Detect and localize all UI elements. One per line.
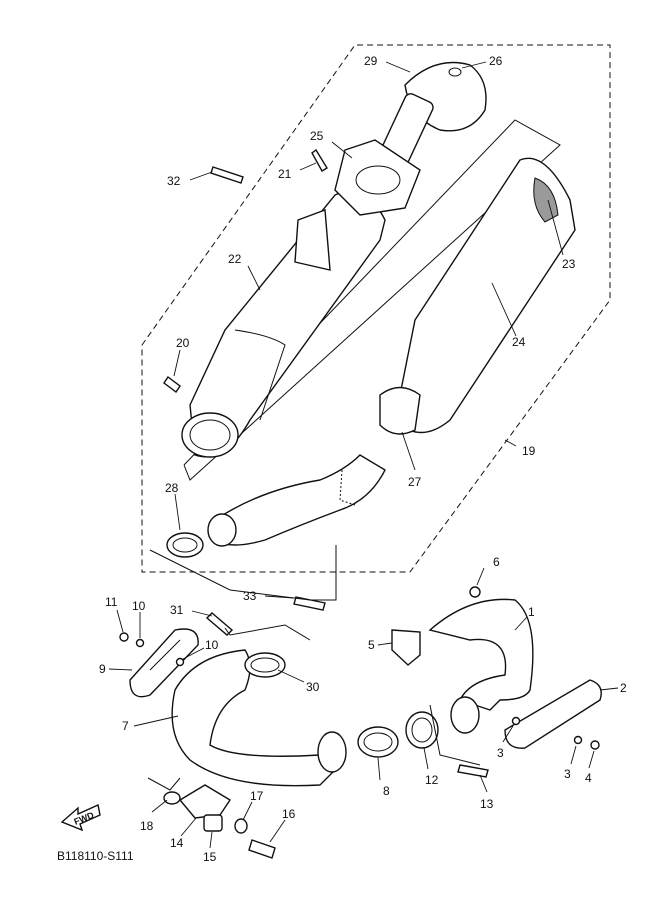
ring-28 bbox=[166, 532, 204, 558]
callout-label: 24 bbox=[512, 335, 526, 349]
callout-label: 25 bbox=[310, 129, 324, 143]
callout-label: 21 bbox=[278, 167, 292, 181]
callout-label: 5 bbox=[368, 638, 375, 652]
washer-3a bbox=[511, 716, 521, 726]
callout-label: 10 bbox=[205, 638, 219, 652]
reference-line-c bbox=[429, 704, 481, 766]
callout-label: 8 bbox=[383, 784, 390, 798]
reference-line-a bbox=[149, 545, 337, 601]
callout-label: 16 bbox=[282, 807, 296, 821]
callout-label: 23 bbox=[562, 257, 576, 271]
callout-label: 6 bbox=[493, 555, 500, 569]
gasket-5 bbox=[391, 629, 421, 666]
callout-label: 29 bbox=[364, 54, 378, 68]
callout-label: 1 bbox=[528, 605, 535, 619]
callout-label: 28 bbox=[165, 481, 179, 495]
callout-label: 32 bbox=[167, 174, 181, 188]
pipe-mid bbox=[207, 454, 386, 547]
nut-11 bbox=[119, 632, 129, 642]
callout-label: 13 bbox=[480, 797, 494, 811]
callouts: 1 2 3 3 4 5 6 7 8 9 10 10 11 12 13 14 15… bbox=[99, 54, 627, 864]
callout-label: 15 bbox=[203, 850, 217, 864]
callout-label: 17 bbox=[250, 789, 264, 803]
callout-label: 30 bbox=[306, 680, 320, 694]
callout-label: 9 bbox=[99, 662, 106, 676]
callout-label: 27 bbox=[408, 475, 422, 489]
header-pipe-7 bbox=[171, 649, 347, 787]
gasket-25 bbox=[334, 139, 421, 216]
end-cap-29 bbox=[380, 61, 487, 165]
heat-protector-2 bbox=[504, 679, 602, 749]
heat-protector-9 bbox=[129, 628, 199, 698]
collar-15 bbox=[203, 814, 223, 832]
clamp-12 bbox=[405, 711, 439, 749]
header-pipe-1 bbox=[428, 598, 534, 734]
muffler-22 bbox=[181, 190, 386, 458]
callout-label: 12 bbox=[425, 773, 439, 787]
washer-3b bbox=[573, 735, 583, 745]
bolt-21 bbox=[311, 148, 328, 172]
callout-label: 2 bbox=[620, 681, 627, 695]
bolt-20 bbox=[163, 375, 181, 394]
callout-label: 7 bbox=[122, 719, 129, 733]
bolt-16 bbox=[248, 839, 276, 859]
muffler-24 bbox=[379, 157, 576, 435]
washer-10a bbox=[135, 638, 145, 648]
callout-label: 31 bbox=[170, 603, 184, 617]
callout-label: 22 bbox=[228, 252, 242, 266]
stud-18 bbox=[163, 791, 181, 805]
washer-17 bbox=[234, 818, 248, 834]
fwd-arrow-icon: FWD bbox=[60, 804, 101, 832]
reference-line-d bbox=[147, 777, 181, 791]
callout-label: 3 bbox=[497, 746, 504, 760]
bracket-14 bbox=[178, 784, 231, 819]
callout-label: 33 bbox=[243, 589, 257, 603]
clamp-30 bbox=[244, 652, 286, 678]
callout-label: 19 bbox=[522, 444, 536, 458]
assembly-outline bbox=[183, 119, 561, 481]
nut-4 bbox=[590, 740, 600, 750]
bolt-32 bbox=[210, 166, 244, 184]
callout-label: 4 bbox=[585, 771, 592, 785]
callout-label: 18 bbox=[140, 819, 154, 833]
diagram-code: B118110-S111 bbox=[57, 849, 134, 863]
bolt-33 bbox=[293, 596, 326, 611]
washer-10b bbox=[175, 657, 185, 667]
callout-label: 3 bbox=[564, 767, 571, 781]
callout-label: 26 bbox=[489, 54, 503, 68]
assembly-19-boundary bbox=[141, 44, 611, 573]
callout-label: 20 bbox=[176, 336, 190, 350]
reference-line-b bbox=[224, 624, 311, 641]
bolt-13 bbox=[457, 764, 489, 778]
nut-6 bbox=[469, 586, 481, 598]
callout-label: 14 bbox=[170, 836, 184, 850]
callout-label: 10 bbox=[132, 599, 146, 613]
ring-8 bbox=[357, 726, 399, 758]
callout-label: 11 bbox=[105, 595, 118, 609]
